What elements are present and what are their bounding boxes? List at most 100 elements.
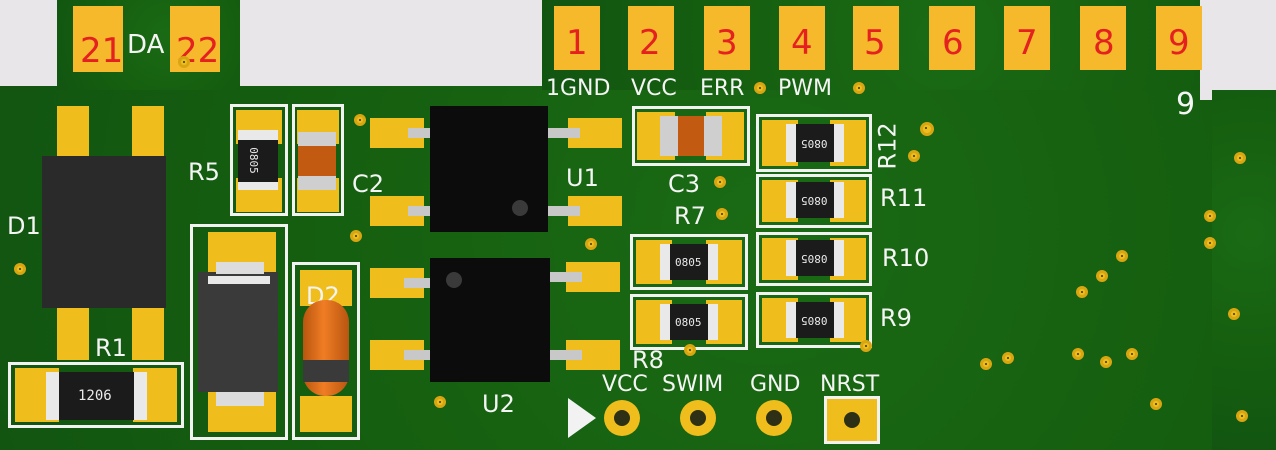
left-connector-label: DA [127,30,165,60]
u2-lead [404,278,432,288]
r1-package-label: 1206 [78,388,112,404]
edge-pad-5 [853,6,899,70]
pcb-board-right-edge [1212,90,1276,450]
d2-cathode-band [303,360,349,382]
r7-end-right [708,244,718,280]
l-lead-bottom [216,392,264,406]
edge-pad-2 [628,6,674,70]
r5-resistor-body [238,140,278,182]
via [714,176,726,188]
r10-end-right [834,240,844,276]
r8-package-label: 0805 [675,316,702,329]
r9-package-label: 0805 [801,314,828,327]
u1-designator: U1 [566,164,599,192]
via [754,82,766,94]
via [1096,270,1108,282]
via [434,396,446,408]
u2-lead [404,350,432,360]
r5-designator: R5 [188,158,220,186]
c2-capacitor-body [298,146,336,176]
r9-resistor-body [796,302,834,338]
swim-label-vcc: VCC [602,372,648,397]
c2-designator: C2 [352,170,385,198]
pin-number-4: 4 [791,23,813,63]
pin-number-7: 7 [1016,23,1038,63]
r11-silk-outline [756,174,872,228]
d1-pad-bottom-right [132,300,164,360]
u2-lead [548,272,582,282]
r11-end-right [834,182,844,218]
r1-designator: R1 [95,334,127,362]
l-component-body [198,272,278,392]
via [1204,237,1216,249]
edge-pad-8 [1080,6,1126,70]
u2-designator: U2 [482,390,515,418]
via [860,340,872,352]
edge-pad-1 [554,6,600,70]
via [178,56,190,68]
r10-end-left [786,240,796,276]
swim-label-gnd: GND [750,372,801,397]
pin-number-9: 9 [1168,23,1190,63]
swim-pad-gnd [756,400,792,436]
u1-ic-body [430,106,548,232]
via [716,208,728,220]
via [354,114,366,126]
pin1-triangle-marker [568,398,596,438]
pin-number-6: 6 [942,23,964,63]
pin-number-3: 3 [716,23,738,63]
r1-silk-outline [8,362,184,428]
r8-designator: R8 [632,346,664,374]
r9-end-left [786,302,796,338]
r1-resistor-body [59,372,134,420]
r11-resistor-body [796,182,834,218]
swim-pad-vcc [604,400,640,436]
r11-end-left [786,182,796,218]
r7-resistor-body [670,244,708,280]
net-label-err: ERR [700,76,745,101]
r10-package-label: 0805 [801,252,828,265]
edge-pad-7 [1004,6,1050,70]
via [585,238,597,250]
r12-end-left [786,124,796,162]
c3-capacitor-body [678,116,704,156]
r12-silk-outline [756,114,872,172]
r5-silk-outline [230,104,288,216]
via [1228,308,1240,320]
r1-end-left [46,372,60,420]
u2-lead [548,350,582,360]
r1-end-right [133,372,147,420]
edge-pad-9 [1156,6,1202,70]
r12-package-label: 0805 [801,137,828,150]
c3-end-left [660,116,678,156]
c2-end-bottom [298,176,336,190]
r7-silk-outline [630,234,748,290]
c2-silk-outline [292,104,344,216]
l-polarity-stripe [208,276,270,284]
via [1126,348,1138,360]
pin-number-21: 21 [80,31,124,71]
via [350,230,362,242]
u1-lead [408,206,432,216]
d1-designator: D1 [7,212,41,240]
pcb-board-right-step [1200,0,1276,100]
d1-diode-body [42,156,166,308]
d2-silk-outline [292,262,360,440]
edge-pad-3 [704,6,750,70]
r11-designator: R11 [880,184,928,212]
pin-number-2: 2 [639,23,661,63]
via [1100,356,1112,368]
r12-resistor-body [796,124,834,162]
r12-designator: R12 [873,122,902,170]
net-label-pwm: PWM [778,76,833,101]
d1-pad-bottom-left [57,300,89,360]
c3-designator: C3 [668,170,701,198]
edge-pad-4 [779,6,825,70]
net-label-pin9: 9 [1176,87,1196,122]
net-label-gnd: 1GND [546,76,611,101]
u2-pin1-marker [446,272,462,288]
via [920,122,934,136]
swim-label-swim: SWIM [662,372,724,397]
pin-number-1: 1 [566,23,588,63]
via [1072,348,1084,360]
